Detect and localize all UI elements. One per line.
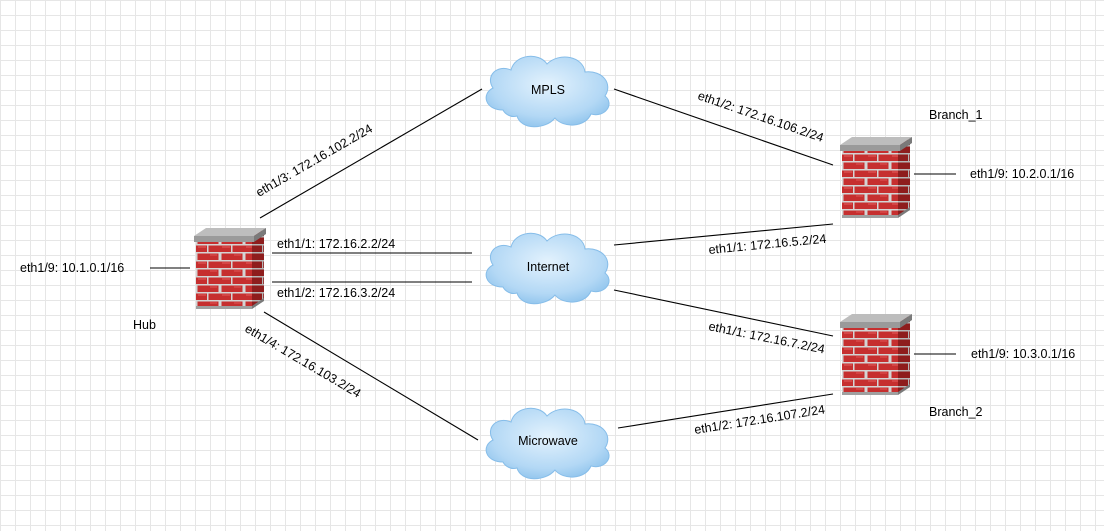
link-internet-branch1 xyxy=(613,223,834,246)
hub-lan-interface-label: eth1/9: 10.1.0.1/16 xyxy=(20,261,124,275)
branch2-internet-interface-label: eth1/1: 172.16.7.2/24 xyxy=(707,319,826,356)
hub-internet1-interface-label: eth1/1: 172.16.2.2/24 xyxy=(277,237,395,251)
branch1-label: Branch_1 xyxy=(929,108,983,122)
internet-label: Internet xyxy=(527,260,570,274)
hub-mpls-interface-label: eth1/3: 172.16.102.2/24 xyxy=(254,121,375,199)
hub-internet2-interface-label: eth1/2: 172.16.3.2/24 xyxy=(277,286,395,300)
branch1-internet-interface-label: eth1/1: 172.16.5.2/24 xyxy=(708,232,827,257)
link-microwave-branch2 xyxy=(617,393,834,429)
branch1-lan-interface-label: eth1/9: 10.2.0.1/16 xyxy=(970,167,1074,181)
hub-firewall-icon[interactable] xyxy=(194,228,266,309)
link-internet-branch2 xyxy=(613,289,834,337)
link-hub-microwave xyxy=(263,311,479,441)
link-mpls-branch1 xyxy=(613,88,834,166)
link-hub-mpls xyxy=(259,88,483,219)
branch2-lan-interface-label: eth1/9: 10.3.0.1/16 xyxy=(971,347,1075,361)
branch1-firewall-icon[interactable] xyxy=(840,137,912,218)
branch2-firewall-icon[interactable] xyxy=(840,314,912,395)
branch1-mpls-interface-label: eth1/2: 172.16.106.2/24 xyxy=(696,89,825,145)
branch2-label: Branch_2 xyxy=(929,405,983,419)
microwave-label: Microwave xyxy=(518,434,578,448)
hub-label: Hub xyxy=(133,318,156,332)
mpls-label: MPLS xyxy=(531,83,565,97)
branch2-microwave-interface-label: eth1/2: 172.16.107.2/24 xyxy=(693,402,826,436)
